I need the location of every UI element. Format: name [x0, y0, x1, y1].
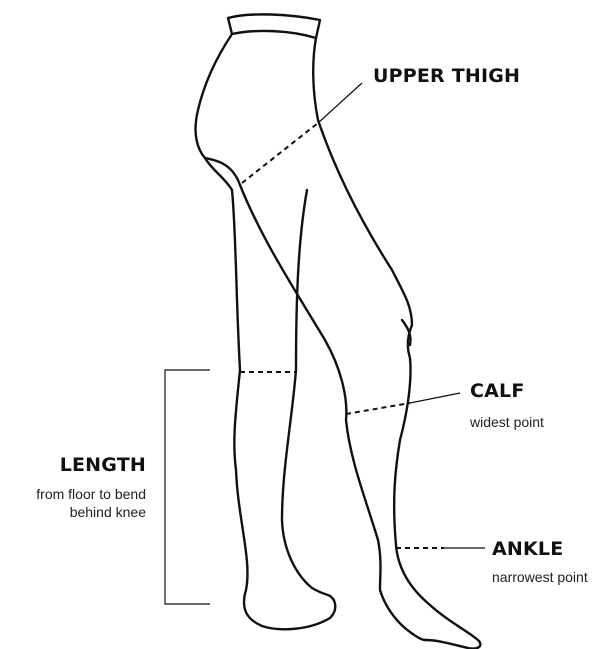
- waistband-outline: [228, 14, 320, 38]
- rear-leg-back-contour: [196, 34, 336, 629]
- legs-outline-icon: [196, 14, 481, 648]
- length-bracket: [165, 370, 210, 604]
- ankle-label: ANKLE: [492, 538, 563, 560]
- ankle-sublabel: narrowest point: [492, 568, 588, 586]
- upper-thigh-measure-line: [242, 123, 318, 183]
- hip-inner-contour: [205, 158, 240, 185]
- length-sublabel-line2: behind knee: [70, 503, 146, 521]
- rear-leg-front-contour: [282, 190, 330, 596]
- front-leg-front-contour: [313, 38, 480, 649]
- upper-thigh-label: UPPER THIGH: [373, 65, 520, 87]
- upper-thigh-leader-line: [318, 83, 362, 123]
- calf-sublabel: widest point: [470, 413, 544, 431]
- calf-label: CALF: [470, 380, 525, 402]
- length-sublabel-line1: from floor to bend: [36, 485, 146, 503]
- calf-leader-line: [410, 393, 460, 403]
- front-leg-back-contour: [240, 185, 425, 640]
- length-label: LENGTH: [60, 454, 146, 476]
- calf-measure-line: [346, 403, 410, 414]
